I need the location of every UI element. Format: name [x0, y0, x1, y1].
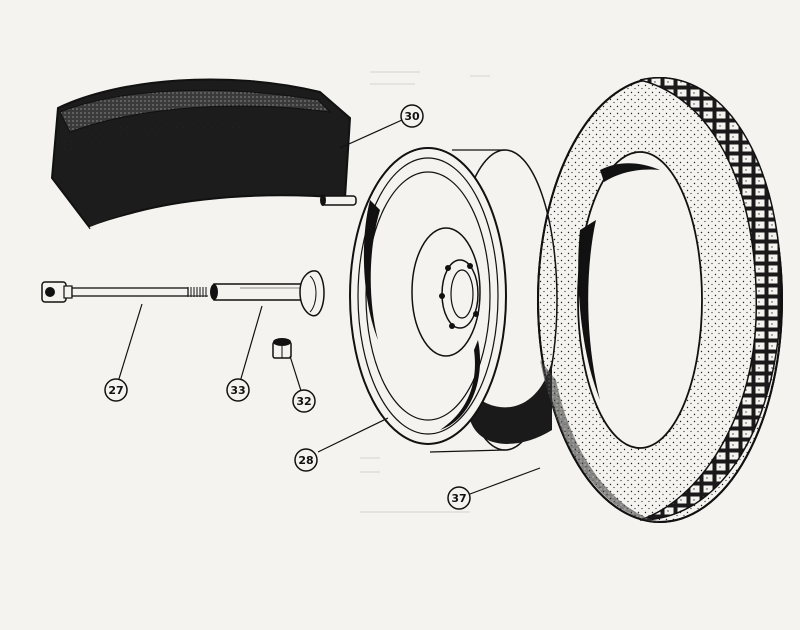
leader-lines [117, 119, 541, 495]
callout-32: 32 [292, 389, 316, 413]
callout-label: 37 [451, 492, 466, 505]
tyre-part [537, 77, 783, 523]
inner-tube-part [50, 78, 357, 230]
callout-label: 28 [298, 454, 313, 467]
callout-label: 32 [296, 395, 311, 408]
background-marks [360, 71, 490, 513]
nut-part [272, 338, 292, 359]
callout-33: 33 [226, 378, 250, 402]
callout-27: 27 [104, 378, 128, 402]
callout-28: 28 [294, 448, 318, 472]
callout-label: 33 [230, 384, 245, 397]
tube-valve [320, 194, 357, 206]
callout-37: 37 [447, 486, 471, 510]
axle-bolt-part [41, 281, 208, 303]
callout-30: 30 [400, 104, 424, 128]
wheel-rim-part [349, 147, 558, 453]
spacer-sleeve-part [210, 270, 325, 317]
callout-label: 30 [404, 110, 420, 123]
callout-label: 27 [108, 384, 123, 397]
